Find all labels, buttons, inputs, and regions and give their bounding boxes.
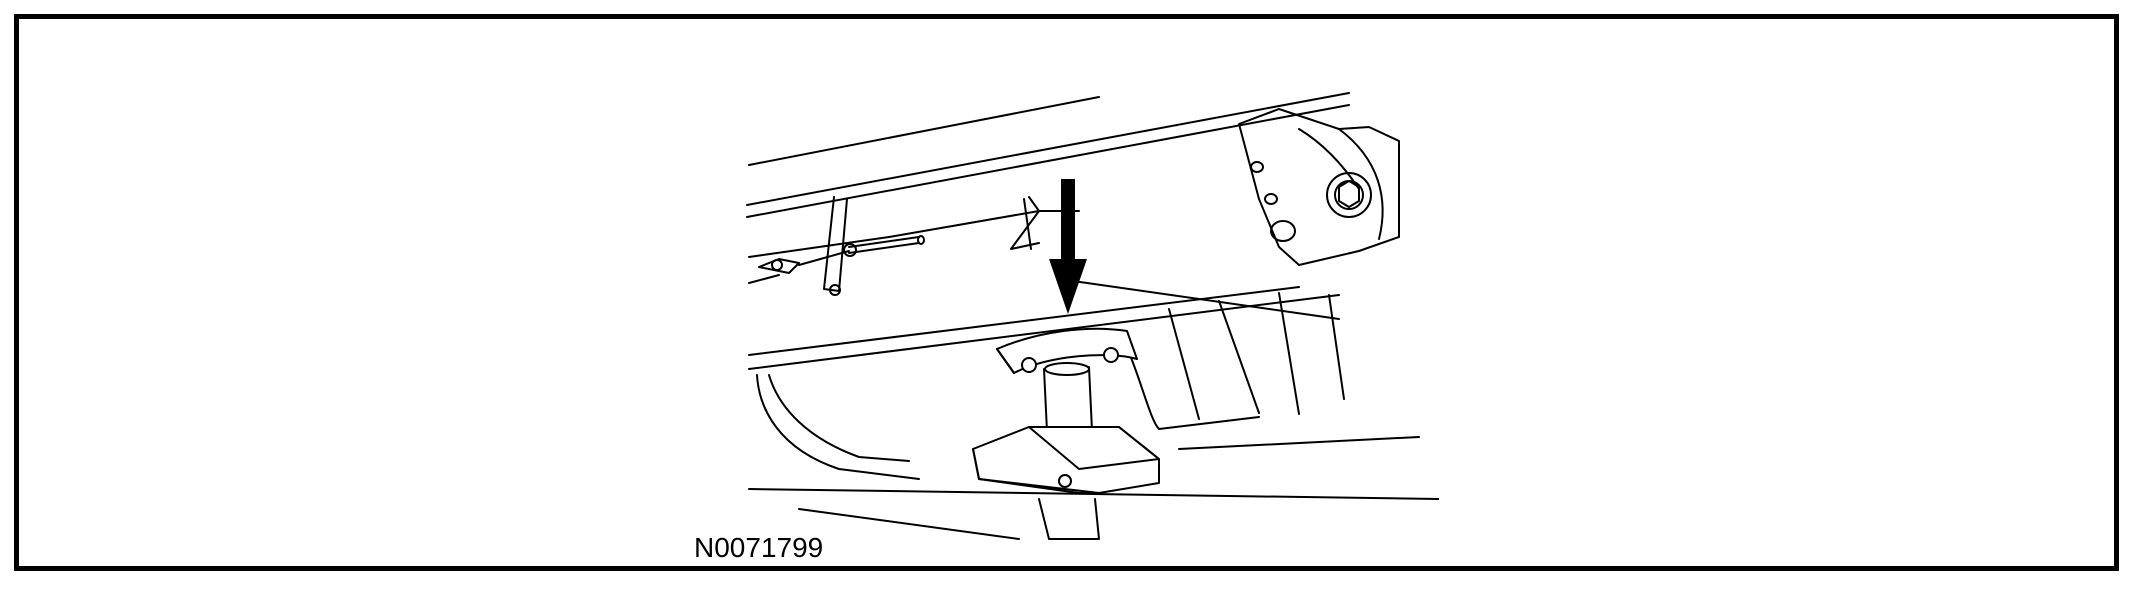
body-mount-bracket bbox=[1238, 108, 1400, 266]
down-arrow bbox=[1049, 179, 1087, 314]
figure-frame: N0071799 bbox=[14, 14, 2119, 571]
jack-stand-illustration bbox=[746, 92, 1439, 540]
jack-stand bbox=[972, 327, 1160, 540]
brake-line-bracket bbox=[748, 196, 1340, 320]
lower-frame-member bbox=[748, 286, 1439, 540]
figure-id-label: N0071799 bbox=[694, 532, 824, 563]
